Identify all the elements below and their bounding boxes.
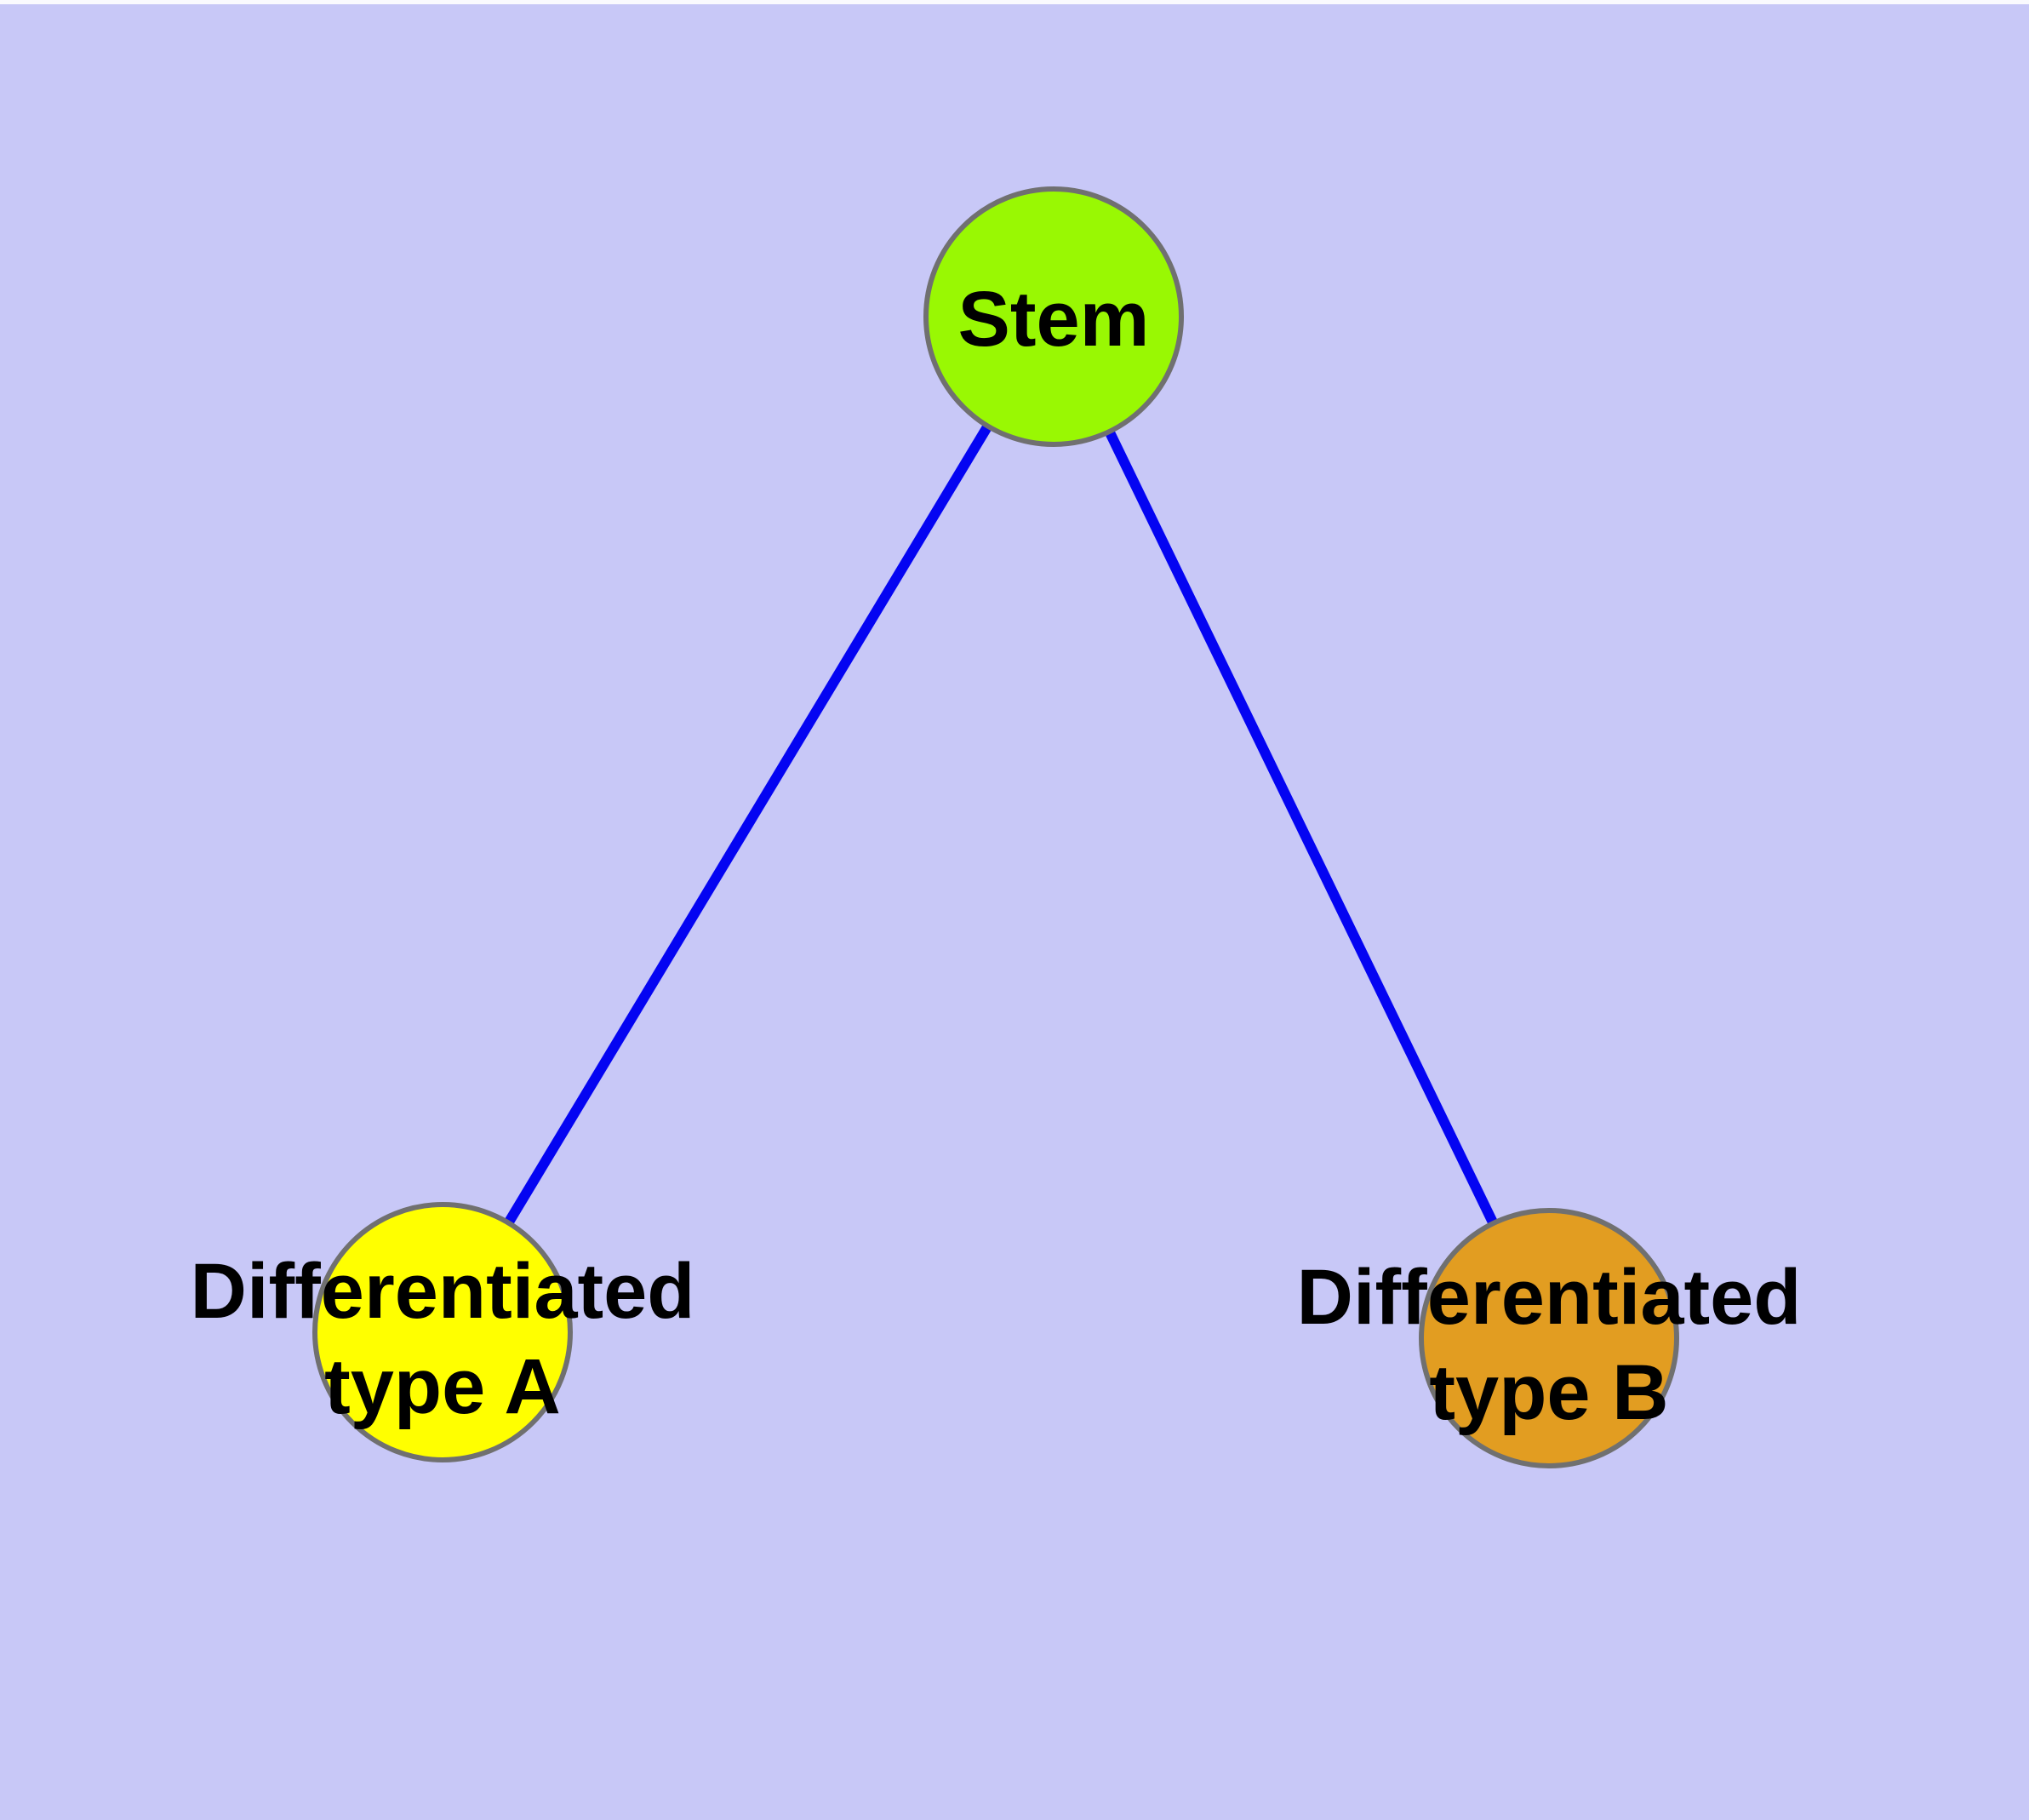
edge-stem-to-type-a[interactable]	[437, 313, 1059, 1336]
node-differentiated-type-a-circle[interactable]	[312, 1202, 573, 1462]
node-stem-circle[interactable]	[923, 186, 1184, 447]
node-differentiated-type-b-circle[interactable]	[1419, 1208, 1679, 1468]
node-differentiated-type-b-label-line2: type B	[1429, 1349, 1668, 1436]
node-differentiated-type-b[interactable]: Differentiated type B	[1297, 1208, 1802, 1468]
node-differentiated-type-b-label-line1: Differentiated	[1297, 1254, 1802, 1341]
node-differentiated-type-a-label-line2: type A	[324, 1343, 561, 1430]
node-stem-label: Stem	[958, 276, 1150, 363]
node-differentiated-type-a[interactable]: Differentiated type A	[191, 1202, 695, 1462]
node-differentiated-type-a-label-line1: Differentiated	[191, 1248, 695, 1335]
top-edge-strip	[0, 0, 2029, 4]
edge-stem-to-type-b[interactable]	[1049, 314, 1554, 1341]
node-stem[interactable]: Stem	[923, 186, 1184, 447]
